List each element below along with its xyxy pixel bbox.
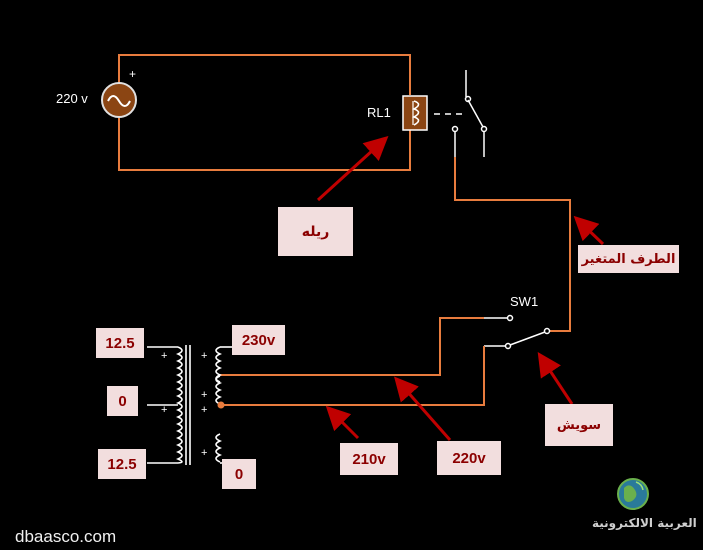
variable-terminal-wire bbox=[454, 157, 571, 332]
globe-logo-icon bbox=[617, 478, 649, 510]
logo-text: العربية الالكترونية bbox=[592, 516, 697, 530]
svg-text:+: + bbox=[161, 350, 167, 362]
tap-210-annotation: 210v bbox=[340, 443, 398, 475]
secondary-bottom-label: 0 bbox=[222, 459, 256, 489]
site-watermark: dbaasco.com bbox=[15, 527, 117, 546]
svg-text:+: + bbox=[201, 447, 207, 459]
relay-reference-label: RL1 bbox=[367, 105, 391, 120]
relay-contact-icon bbox=[451, 70, 488, 157]
source-voltage-label: 220 v bbox=[56, 91, 88, 106]
svg-text:+: + bbox=[201, 404, 207, 416]
primary-top-label: 12.5 bbox=[96, 328, 144, 358]
switch-reference-label: SW1 bbox=[510, 294, 539, 309]
switch-sw1-icon bbox=[484, 314, 551, 350]
switch-arrow bbox=[537, 351, 574, 405]
relay-arrow bbox=[316, 135, 389, 202]
tap-220-arrow bbox=[394, 376, 452, 441]
ac-source-icon: + bbox=[101, 67, 137, 118]
tap-210-arrow bbox=[325, 405, 360, 440]
secondary-top-label: 230v bbox=[232, 325, 285, 355]
variable-terminal-arrow bbox=[573, 215, 605, 246]
primary-bottom-label: 12.5 bbox=[98, 449, 146, 479]
svg-text:+: + bbox=[201, 389, 207, 401]
svg-text:+: + bbox=[201, 350, 207, 362]
switch-annotation: سويش bbox=[545, 404, 613, 446]
relay-annotation: ريله bbox=[278, 207, 353, 256]
relay-coil-icon bbox=[402, 95, 428, 131]
transformer-polarity-marks: + + + + + + bbox=[161, 350, 207, 459]
tap-220-annotation: 220v bbox=[437, 441, 501, 475]
tap-junction-dot bbox=[217, 401, 225, 409]
relay-loop-wires bbox=[118, 54, 411, 171]
svg-text:+: + bbox=[161, 404, 167, 416]
variable-terminal-annotation: الطرف المتغير bbox=[578, 245, 679, 273]
tap-220-wire bbox=[220, 317, 484, 376]
annotation-arrows bbox=[316, 135, 605, 441]
primary-mid-label: 0 bbox=[107, 386, 138, 416]
transformer-icon bbox=[147, 345, 232, 465]
tap-210-wire bbox=[221, 346, 485, 406]
svg-text:+: + bbox=[129, 67, 136, 81]
